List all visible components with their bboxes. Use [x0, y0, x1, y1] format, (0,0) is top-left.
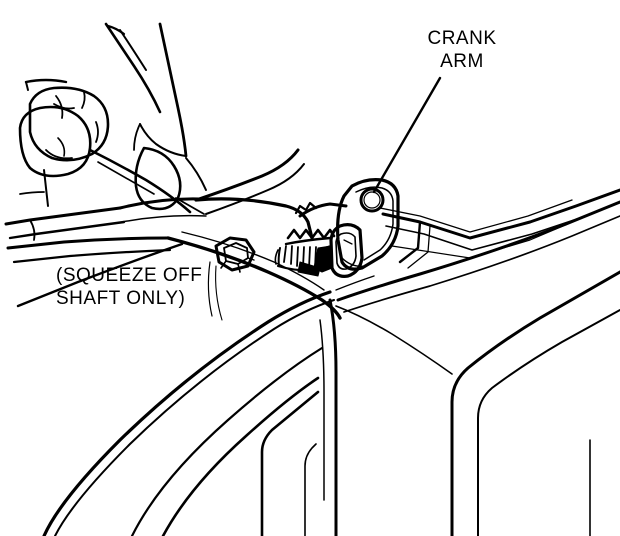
linkage-rod [379, 188, 620, 269]
callout-label-squeeze-note-line1: (SQUEEZE OFF [56, 265, 203, 286]
callout-label-crank-arm-line2: ARM [440, 51, 484, 73]
leader-line-crank-arm [372, 76, 442, 194]
pliers [4, 148, 348, 321]
callout-leaders [372, 76, 442, 194]
callout-label-crank-arm-line1: CRANK [427, 28, 497, 49]
hand [18, 22, 207, 215]
sheet-metal-panels [42, 200, 620, 536]
callout-label-squeeze-note-line2: SHAFT ONLY) [56, 288, 186, 310]
pivot-nut [214, 236, 256, 273]
